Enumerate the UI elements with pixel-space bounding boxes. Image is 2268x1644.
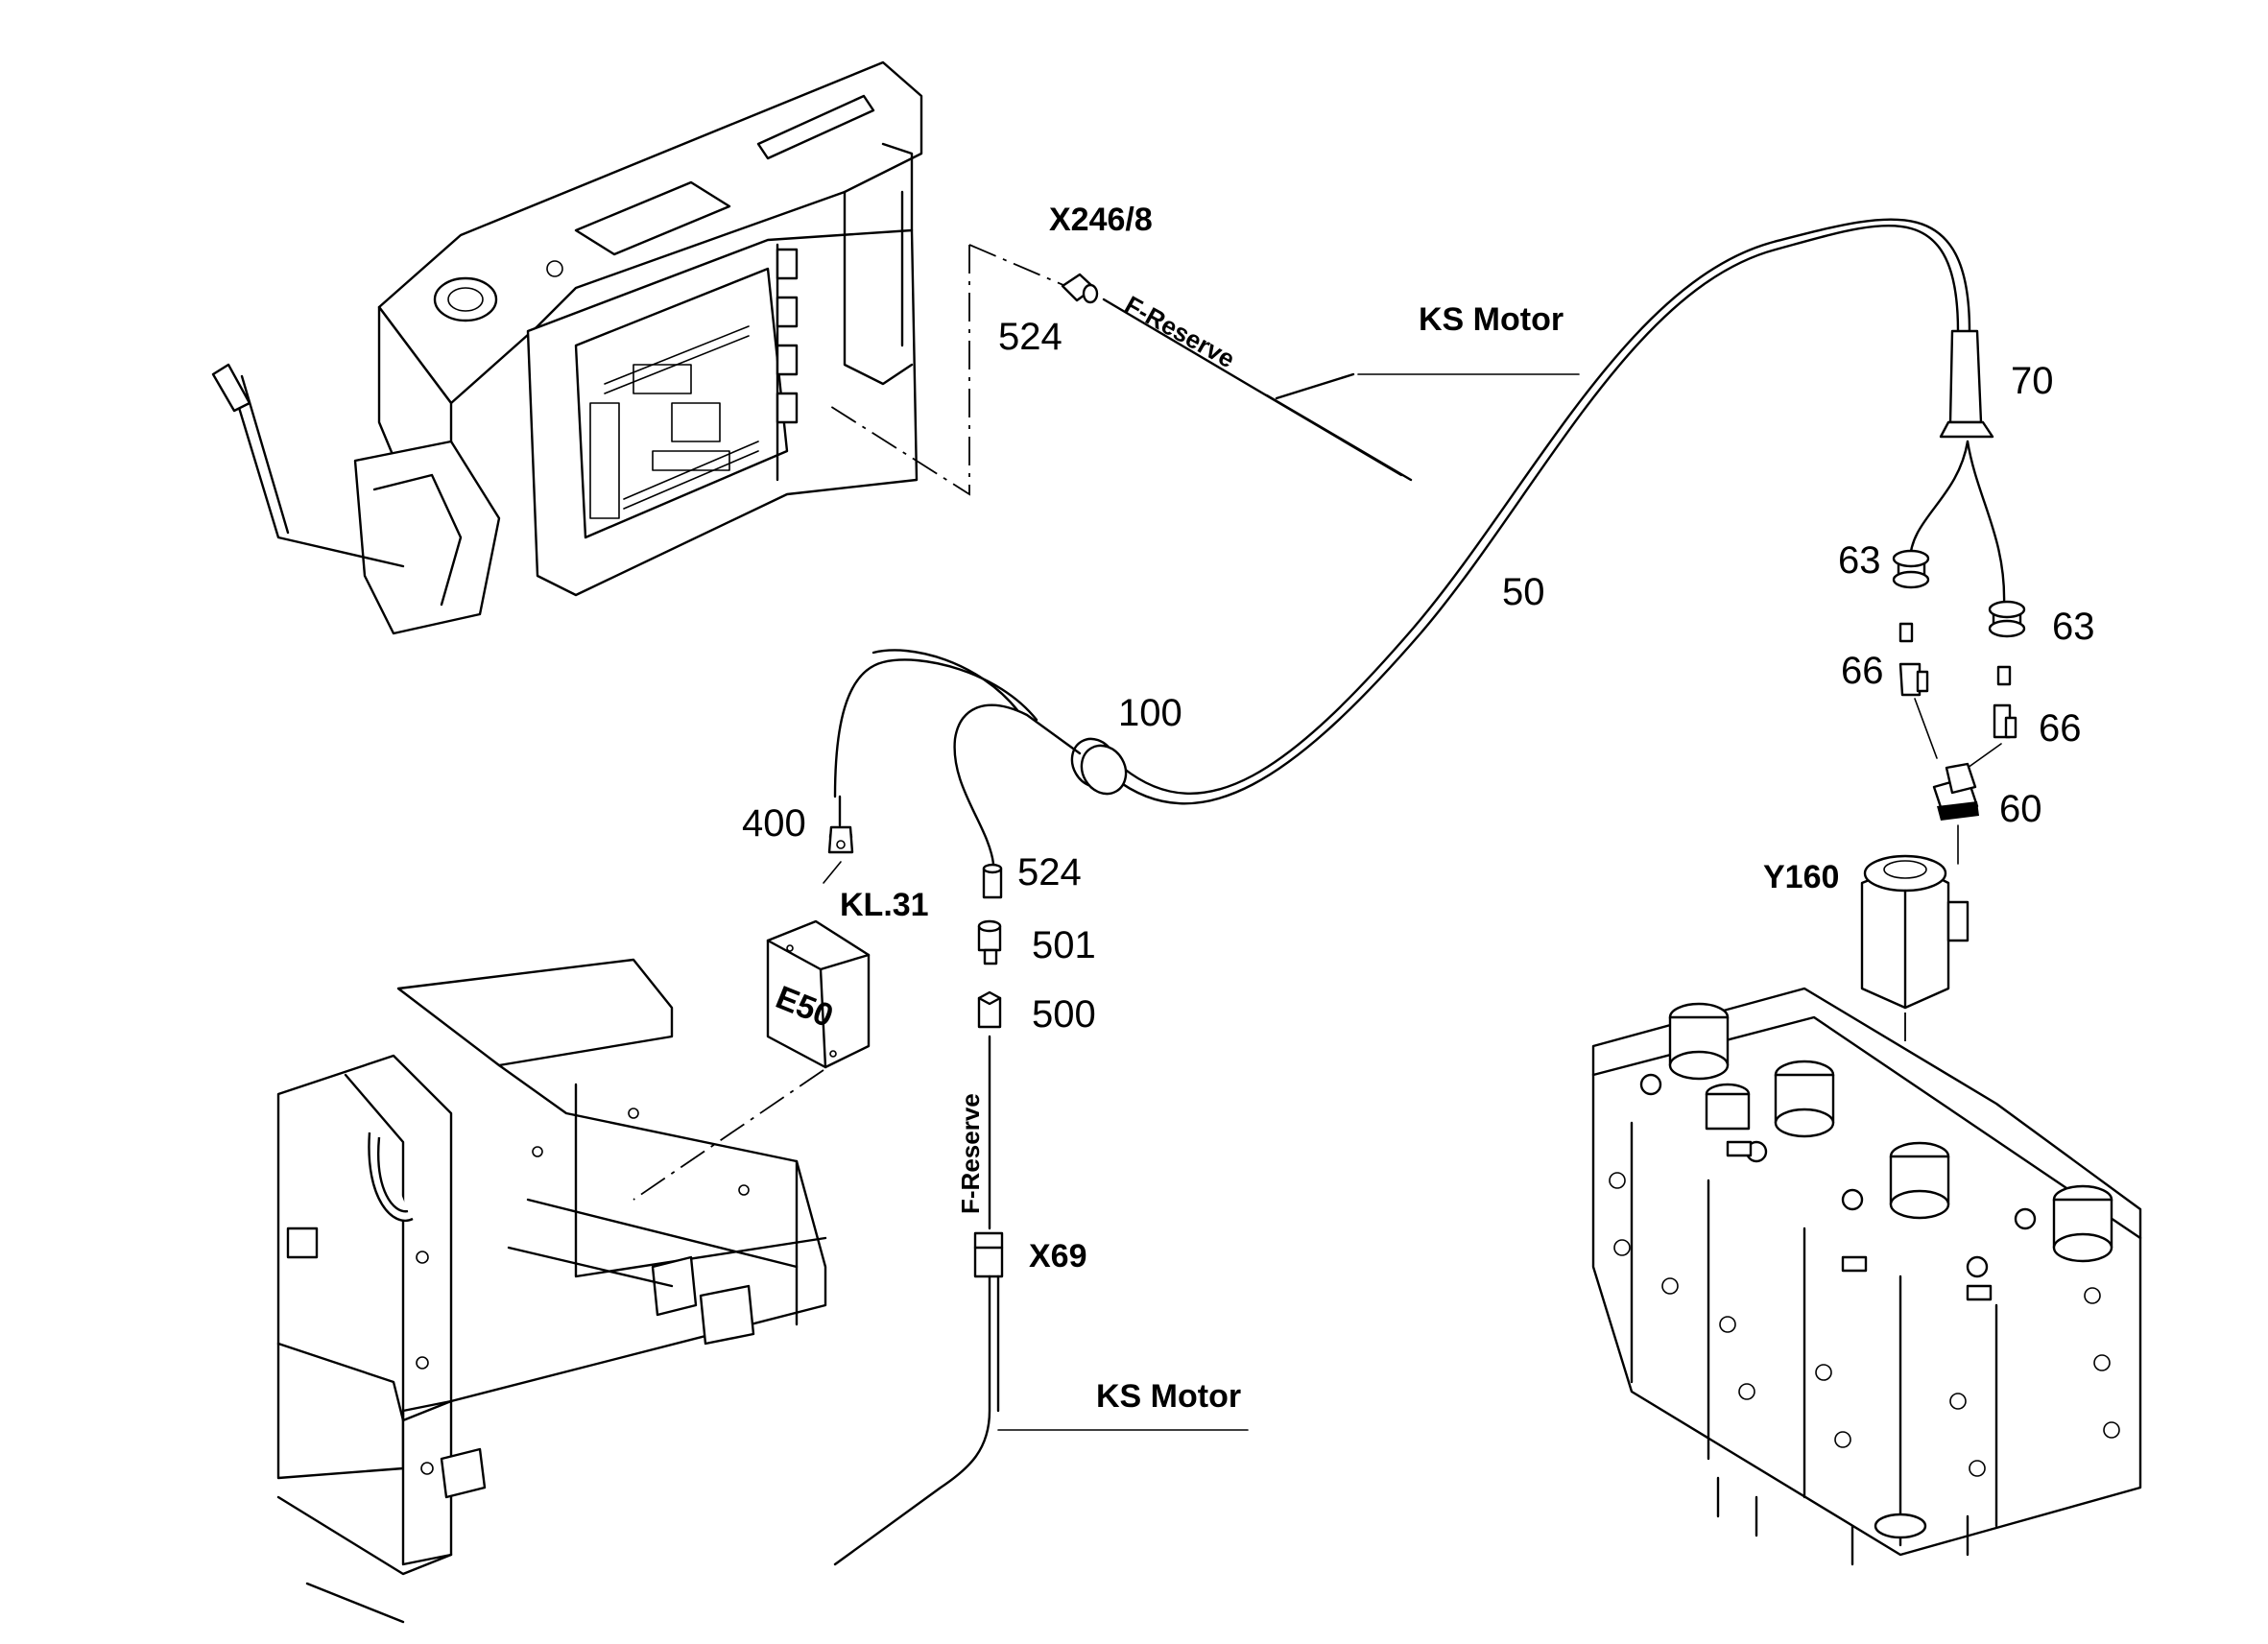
cable-50 (1111, 218, 2006, 805)
grommet-100 (833, 649, 1128, 866)
label-ks-motor-top: KS Motor (1419, 301, 1564, 338)
module-e50 (633, 919, 871, 1201)
part-66-right (1967, 665, 2017, 769)
label-ref-66-right: 66 (2039, 707, 2082, 750)
part-63-left (1892, 549, 1930, 589)
control-valve-block (1591, 987, 2142, 1566)
label-ref-524-top: 524 (998, 316, 1062, 358)
label-ref-63-right: 63 (2052, 606, 2095, 648)
leader-console-x246 (968, 244, 1071, 289)
label-ref-70: 70 (2011, 360, 2054, 402)
label-ref-60: 60 (1999, 788, 2042, 830)
label-ref-400: 400 (742, 802, 806, 845)
f-reserve-wire-bottom (833, 1035, 1249, 1566)
label-y160: Y160 (1763, 859, 1839, 895)
label-ref-524: 524 (1017, 851, 1082, 893)
label-f-reserve-bottom: F-Reserve (956, 1093, 985, 1214)
part-60-connector (1932, 762, 1979, 865)
part-66-left (1898, 622, 1938, 759)
label-ks-motor-bottom: KS Motor (1096, 1378, 1241, 1415)
part-63-right (1988, 600, 2026, 638)
label-ref-501: 501 (1032, 924, 1096, 966)
label-ref-100: 100 (1118, 692, 1182, 734)
chassis-frame (276, 958, 827, 1624)
label-ref-500: 500 (1032, 993, 1096, 1036)
label-x246-8: X246/8 (1049, 202, 1153, 238)
label-ref-63-left: 63 (1838, 539, 1881, 582)
label-x69: X69 (1029, 1238, 1087, 1275)
label-ref-66-left: 66 (1841, 650, 1884, 692)
label-ref-50: 50 (1502, 571, 1545, 613)
part-524 (982, 863, 1003, 899)
label-kl31: KL.31 (840, 887, 929, 923)
part-500 (977, 990, 1002, 1029)
label-f-reserve-top: F-Reserve (1120, 290, 1240, 373)
control-console-assembly (211, 60, 923, 635)
leader-console-connector (824, 245, 970, 496)
ground-cable-400 (823, 795, 854, 884)
part-501 (977, 919, 1002, 965)
connector-x246-8 (1061, 273, 1580, 482)
